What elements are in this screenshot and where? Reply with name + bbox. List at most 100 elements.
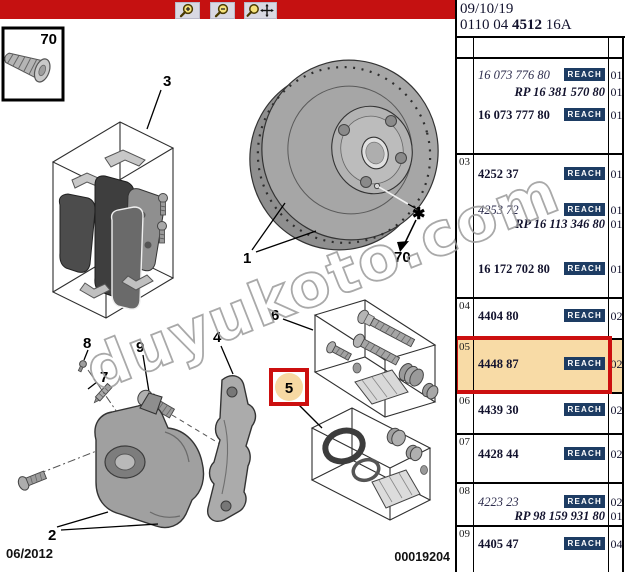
quantity: 01	[610, 509, 623, 523]
reach-badge[interactable]: REACH	[563, 203, 605, 216]
callout-9[interactable]: 9	[136, 339, 144, 356]
pad-clip	[104, 149, 146, 168]
seal-cap	[405, 444, 423, 462]
selected-row-highlight-border	[457, 336, 612, 394]
reach-badge[interactable]: REACH	[563, 309, 605, 322]
section-number: 09	[459, 528, 470, 540]
section-number: 04	[459, 300, 470, 312]
grease-pouch	[354, 369, 409, 405]
reach-badge[interactable]: REACH	[563, 537, 605, 550]
quantity: 02	[610, 309, 623, 323]
part-row[interactable]: 4404 80 REACH 02	[457, 309, 624, 323]
part-number[interactable]: 4252 37	[478, 167, 519, 181]
quantity: 02	[610, 357, 623, 371]
grease-pouch	[371, 469, 421, 509]
seal-kit-box: 5	[269, 368, 432, 521]
section-number: 07	[459, 436, 470, 448]
piston-seal	[322, 427, 366, 465]
bleed-screw	[93, 382, 113, 404]
quantity: 01	[610, 68, 623, 82]
zoom-pan-button[interactable]	[244, 2, 277, 19]
callout-5-highlight-box[interactable]: 5	[269, 368, 309, 406]
callout-6[interactable]: 6	[271, 307, 279, 324]
callout-7[interactable]: 7	[100, 369, 108, 386]
part-row[interactable]: RP 98 159 931 80 01	[457, 509, 624, 523]
section-column-divider	[473, 38, 474, 572]
exploded-parts-diagram: 70	[1, 26, 439, 544]
callout-2[interactable]: 2	[48, 527, 56, 544]
quantity: 01	[610, 203, 623, 217]
caliper-bracket: 4	[207, 329, 257, 522]
part-row[interactable]: 4448 87 REACH 02	[457, 357, 624, 371]
edition-date: 06/2012	[6, 546, 53, 561]
part-row[interactable]: RP 16 381 570 80 01	[457, 85, 624, 99]
section-number: 05	[459, 341, 470, 353]
part-row[interactable]: 4428 44 REACH 02	[457, 447, 624, 461]
disc-screw-hole	[373, 182, 381, 190]
part-number[interactable]: 4253 72	[478, 203, 519, 217]
callout-8[interactable]: 8	[83, 335, 91, 352]
brake-caliper: 2	[48, 392, 205, 544]
dust-seal	[351, 457, 381, 483]
callout-4[interactable]: 4	[213, 329, 222, 346]
part-number[interactable]: 4223 23	[478, 495, 519, 509]
callout-5[interactable]: 5	[285, 380, 293, 397]
reach-badge[interactable]: REACH	[563, 108, 605, 121]
part-row[interactable]: 4223 23 REACH 02	[457, 495, 624, 509]
callout-70[interactable]: 70	[394, 249, 411, 266]
reach-badge[interactable]: REACH	[563, 357, 605, 370]
part-row[interactable]: 16 073 776 80 REACH 01	[457, 68, 624, 82]
part-row[interactable]: 4253 72 REACH 01	[457, 203, 624, 217]
quantity: 01	[610, 85, 623, 99]
part-number[interactable]: 4404 80	[478, 309, 519, 323]
quantity: 02	[610, 403, 623, 417]
reach-badge[interactable]: REACH	[563, 403, 605, 416]
reach-badge[interactable]: REACH	[563, 447, 605, 460]
part-number[interactable]: 16 073 776 80	[478, 68, 550, 82]
seal-cap	[386, 427, 406, 447]
part-number[interactable]: 16 073 777 80	[478, 108, 550, 122]
part-row[interactable]: RP 16 113 346 80 01	[457, 217, 624, 231]
part-number[interactable]: 16 172 702 80	[478, 262, 550, 276]
callout-70-inset[interactable]: 70	[40, 31, 57, 48]
part-number[interactable]: RP 16 381 570 80	[514, 85, 605, 99]
quantity: 02	[610, 495, 623, 509]
reach-badge[interactable]: REACH	[563, 262, 605, 275]
magnifier-move-icon	[246, 3, 274, 18]
part-number[interactable]: RP 16 113 346 80	[515, 217, 605, 231]
zoom-in-button[interactable]	[175, 2, 200, 19]
part-row[interactable]: 4439 30 REACH 02	[457, 403, 624, 417]
part-number[interactable]: 4428 44	[478, 447, 519, 461]
part-number[interactable]: RP 98 159 931 80	[514, 509, 605, 523]
callout-1[interactable]: 1	[243, 250, 251, 267]
reach-badge[interactable]: REACH	[563, 495, 605, 508]
pad-bolt	[157, 221, 167, 244]
quantity: 02	[610, 447, 623, 461]
reach-badge[interactable]: REACH	[563, 68, 605, 81]
quantity: 01	[610, 217, 623, 231]
pin-boot	[421, 382, 439, 400]
reach-badge[interactable]: REACH	[563, 167, 605, 180]
pad-clip	[121, 274, 154, 291]
part-number[interactable]: 4405 47	[478, 537, 519, 551]
brake-pad	[58, 193, 96, 273]
magnifier-minus-icon	[214, 3, 229, 18]
part-number[interactable]: 4439 30	[478, 403, 519, 417]
part-number[interactable]: 4448 87	[478, 357, 519, 371]
asterisk-screw-icon: ✱	[412, 206, 425, 223]
inset-box-70: 70	[1, 26, 65, 102]
callout-3[interactable]: 3	[163, 73, 171, 90]
guide-pin	[357, 309, 416, 348]
pad-clip	[79, 282, 111, 299]
zoom-out-button[interactable]	[210, 2, 235, 19]
